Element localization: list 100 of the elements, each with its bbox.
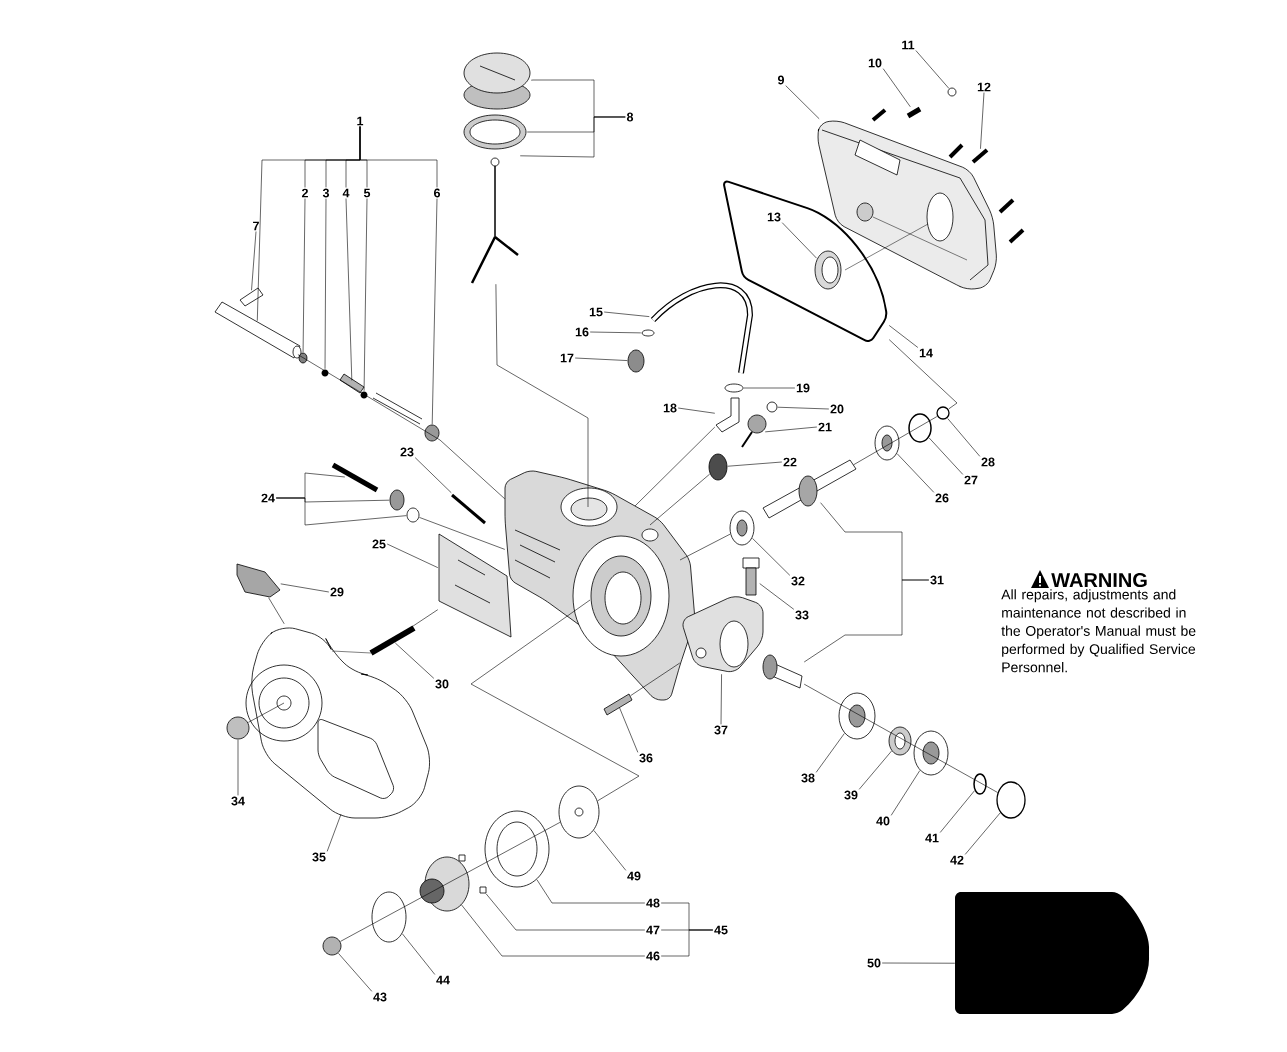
tensioner bbox=[236, 563, 281, 598]
bearing bbox=[838, 692, 876, 740]
callout-number: 2 bbox=[301, 188, 308, 198]
leader-line bbox=[630, 662, 681, 696]
needle-roller bbox=[479, 886, 487, 894]
leader-line bbox=[297, 354, 506, 500]
leader-line bbox=[964, 812, 1001, 855]
callout-number: 18 bbox=[663, 403, 677, 413]
clamp bbox=[641, 329, 655, 337]
callout-number: 26 bbox=[935, 493, 949, 503]
callout-number: 15 bbox=[589, 307, 603, 317]
callout-number: 25 bbox=[372, 539, 386, 549]
gear-housing bbox=[504, 470, 695, 701]
callout-number: 40 bbox=[876, 816, 890, 826]
leader-line bbox=[485, 893, 646, 931]
leader-line bbox=[495, 283, 589, 508]
callout-number: 42 bbox=[950, 855, 964, 865]
leader-line bbox=[881, 962, 956, 964]
leader-line bbox=[338, 953, 373, 992]
bearing bbox=[913, 730, 949, 776]
cover bbox=[817, 120, 997, 290]
leader-line bbox=[777, 406, 830, 410]
leader-line bbox=[256, 126, 361, 322]
leader-line bbox=[574, 357, 628, 361]
stud bbox=[369, 625, 416, 656]
leader-line bbox=[324, 198, 327, 370]
hose bbox=[650, 282, 753, 374]
leader-line bbox=[414, 457, 452, 494]
callout-number: 3 bbox=[322, 188, 329, 198]
callout-number: 46 bbox=[646, 951, 660, 961]
leader-line bbox=[302, 198, 306, 353]
callout-number: 14 bbox=[919, 348, 933, 358]
leader-line bbox=[519, 116, 626, 158]
leader-line bbox=[619, 707, 639, 753]
leader-line bbox=[785, 85, 820, 120]
leader-line bbox=[939, 790, 975, 833]
leader-line bbox=[470, 599, 640, 802]
callout-number: 50 bbox=[867, 958, 881, 968]
cover bbox=[245, 627, 430, 819]
leader-line bbox=[412, 609, 439, 627]
pinion-shaft bbox=[762, 654, 803, 689]
callout-number: 37 bbox=[714, 725, 728, 735]
leader-line bbox=[461, 904, 646, 957]
nut bbox=[322, 936, 342, 956]
clamp bbox=[682, 596, 764, 673]
gear-shaft bbox=[762, 459, 857, 519]
leader-line bbox=[589, 331, 642, 334]
callout-number: 1 bbox=[357, 116, 364, 126]
clip bbox=[451, 493, 486, 525]
callout-number: 49 bbox=[627, 871, 641, 881]
leader-line bbox=[803, 683, 998, 793]
washer bbox=[360, 391, 368, 399]
pin bbox=[406, 507, 420, 523]
filter bbox=[627, 349, 645, 373]
callout-number: 20 bbox=[830, 404, 844, 414]
callout-number: 8 bbox=[626, 112, 634, 122]
callout-number: 17 bbox=[560, 353, 574, 363]
wheel bbox=[389, 489, 405, 511]
leader-line bbox=[677, 407, 716, 414]
leader-line bbox=[803, 579, 930, 663]
gasket bbox=[723, 180, 888, 342]
bolt bbox=[331, 462, 379, 493]
callout-number: 7 bbox=[253, 221, 259, 231]
o-ring bbox=[766, 401, 778, 413]
callout-number: 29 bbox=[330, 587, 344, 597]
callout-number: 9 bbox=[777, 75, 785, 85]
callout-number: 23 bbox=[400, 447, 414, 457]
leader-line bbox=[928, 437, 964, 475]
sprocket bbox=[419, 856, 470, 912]
leader-line bbox=[394, 642, 435, 679]
screw bbox=[742, 557, 760, 596]
leader-line bbox=[536, 879, 646, 904]
callout-number: 43 bbox=[373, 992, 387, 1002]
tube bbox=[214, 301, 302, 359]
leader-line bbox=[634, 426, 716, 507]
washer bbox=[298, 352, 308, 364]
leader-line bbox=[275, 497, 407, 526]
leader-line bbox=[915, 50, 950, 89]
washer bbox=[558, 785, 600, 839]
leader-line bbox=[764, 426, 818, 433]
warning-text: All repairs, adjustments and maintenance not described in the Operator's Manual must be performed by Qualified Service Personnel. bbox=[1001, 589, 1196, 673]
plate bbox=[438, 533, 512, 638]
leader-line bbox=[237, 739, 239, 796]
leader-line bbox=[402, 933, 436, 975]
leader-line bbox=[419, 517, 506, 550]
leader-line bbox=[947, 418, 981, 457]
callout-number: 21 bbox=[818, 422, 832, 432]
retaining-ring bbox=[996, 781, 1026, 819]
warning-heading: WARNING bbox=[1051, 572, 1147, 588]
leader-line bbox=[890, 770, 921, 816]
callout-number: 12 bbox=[977, 82, 991, 92]
screw bbox=[971, 148, 989, 164]
callout-number: 47 bbox=[646, 925, 660, 935]
spacer bbox=[888, 726, 912, 756]
leader-line bbox=[727, 461, 783, 467]
leader-line bbox=[603, 311, 650, 317]
callout-number: 6 bbox=[434, 188, 440, 198]
seal-ring bbox=[463, 114, 527, 150]
leader-line bbox=[386, 543, 439, 568]
leader-line bbox=[743, 387, 796, 389]
